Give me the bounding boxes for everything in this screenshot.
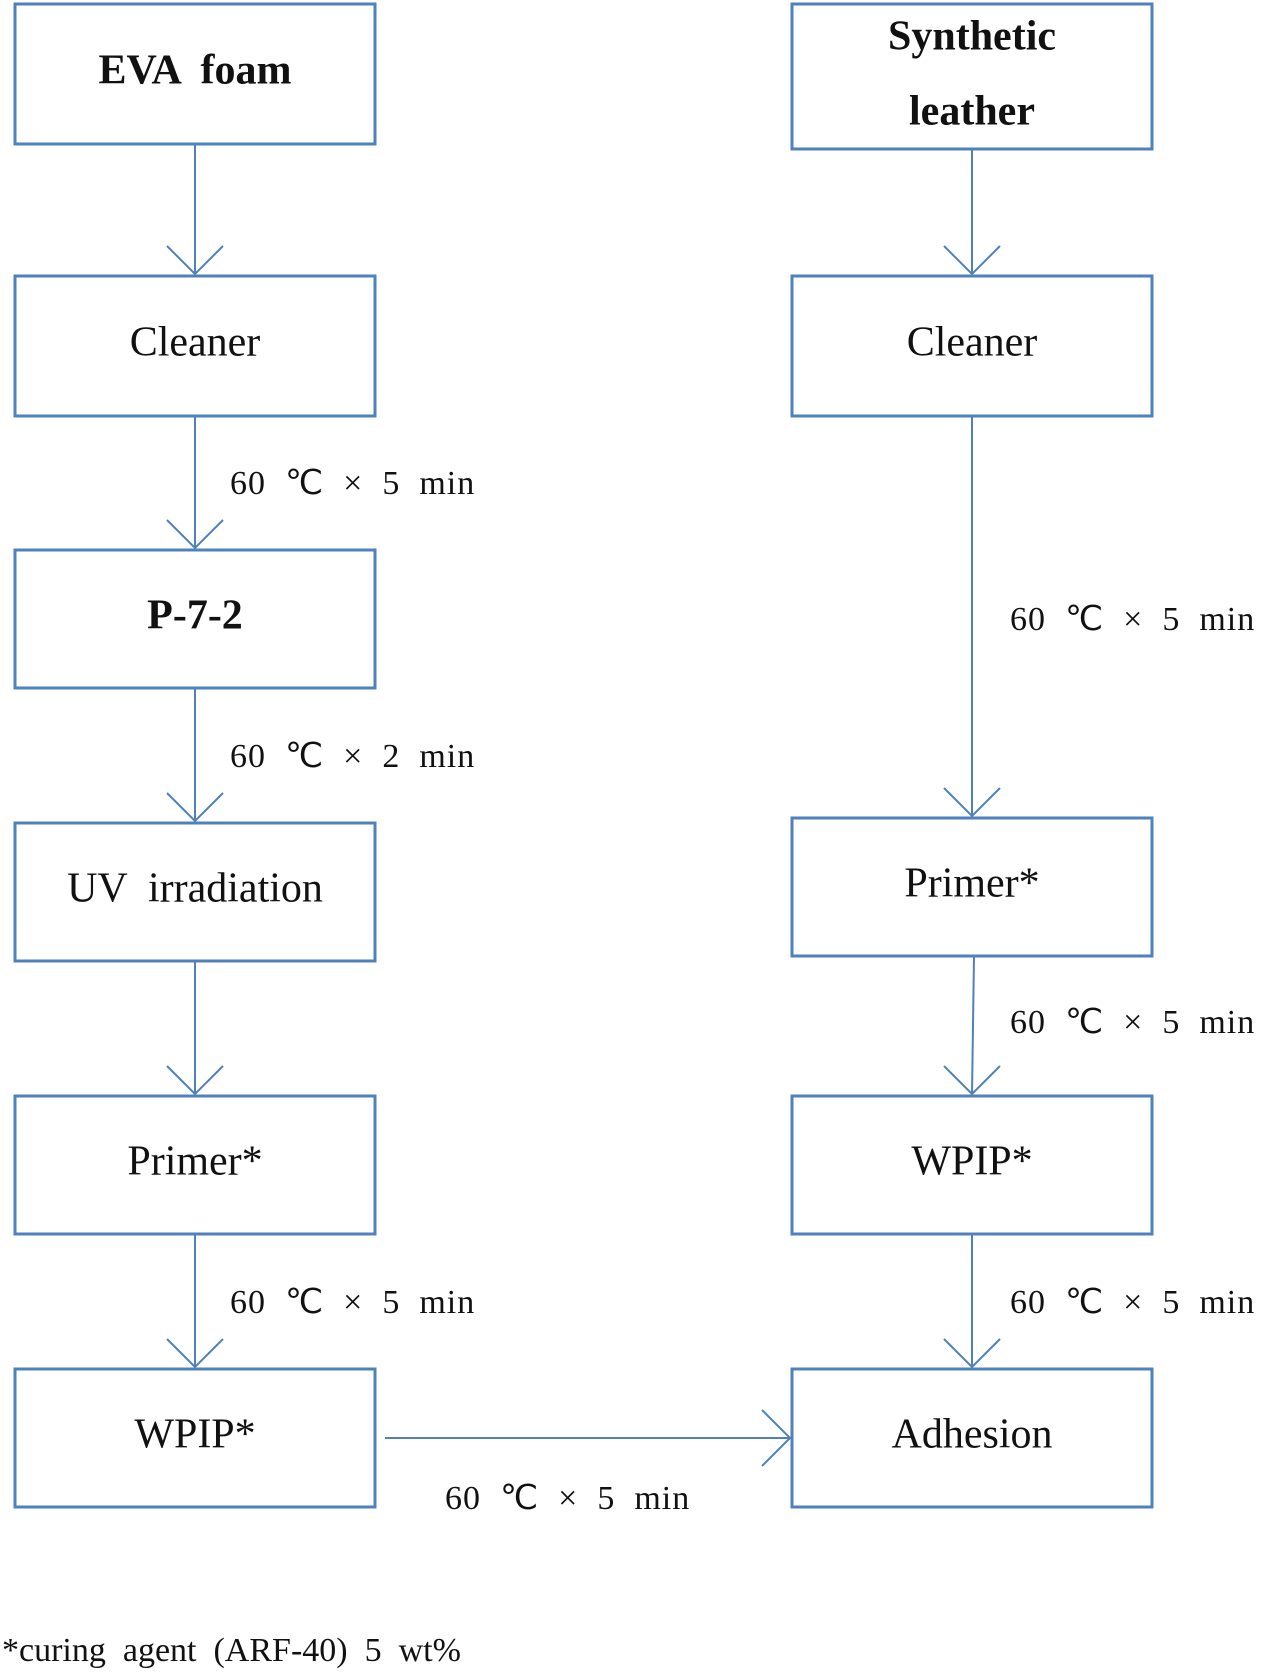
box-left-primer-label: Primer* xyxy=(127,1139,262,1185)
arrow-cleaner-to-p72 xyxy=(166,416,224,550)
arrow-right-cleaner-to-primer xyxy=(943,416,1001,818)
box-synthetic-leather-line2: leather xyxy=(909,89,1035,135)
arrow-primer-to-wpip xyxy=(166,1234,224,1369)
box-right-cleaner-label: Cleaner xyxy=(907,320,1038,366)
box-left-primer: Primer* xyxy=(13,1094,377,1236)
box-synthetic-leather-line1: Synthetic xyxy=(888,14,1056,60)
arrow-right-primer-to-wpip xyxy=(943,955,1001,1096)
condition-right-primer-to-wpip: 60 ℃ × 5 min xyxy=(1010,1004,1255,1041)
condition-right-wpip-to-adhesion: 60 ℃ × 5 min xyxy=(1010,1284,1255,1321)
condition-left-cleaner-to-p72: 60 ℃ × 5 min xyxy=(230,465,475,502)
box-adhesion: Adhesion xyxy=(790,1367,1154,1509)
footnote: *curing agent (ARF-40) 5 wt% xyxy=(2,1632,461,1669)
condition-left-primer-to-wpip: 60 ℃ × 5 min xyxy=(230,1284,475,1321)
arrow-p72-to-uv xyxy=(166,688,224,823)
box-synthetic-leather: Synthetic leather xyxy=(790,2,1154,151)
condition-wpip-to-adhesion: 60 ℃ × 5 min xyxy=(445,1480,690,1517)
box-right-cleaner: Cleaner xyxy=(790,274,1154,418)
box-left-wpip-label: WPIP* xyxy=(134,1412,255,1458)
box-right-wpip-label: WPIP* xyxy=(911,1139,1032,1185)
arrow-eva-to-cleaner xyxy=(166,144,224,276)
box-right-primer: Primer* xyxy=(790,816,1154,958)
arrow-uv-to-primer xyxy=(166,961,224,1096)
box-eva-foam-label: EVA foam xyxy=(99,48,292,94)
condition-right-cleaner-to-primer: 60 ℃ × 5 min xyxy=(1010,601,1255,638)
box-right-primer-label: Primer* xyxy=(904,861,1039,907)
arrow-right-wpip-to-adhesion xyxy=(943,1234,1001,1369)
box-left-cleaner-label: Cleaner xyxy=(130,320,261,366)
box-eva-foam: EVA foam xyxy=(13,2,377,146)
condition-left-p72-to-uv: 60 ℃ × 2 min xyxy=(230,738,475,775)
box-right-wpip: WPIP* xyxy=(790,1094,1154,1236)
box-p-7-2-label: P-7-2 xyxy=(147,593,243,639)
box-uv-irradiation-label: UV irradiation xyxy=(67,866,323,912)
box-adhesion-label: Adhesion xyxy=(892,1412,1053,1458)
arrow-synthetic-to-cleaner xyxy=(943,149,1001,276)
box-left-cleaner: Cleaner xyxy=(13,274,377,418)
arrow-wpip-to-adhesion xyxy=(385,1409,792,1467)
box-p-7-2: P-7-2 xyxy=(13,548,377,690)
box-left-wpip: WPIP* xyxy=(13,1367,377,1509)
box-uv-irradiation: UV irradiation xyxy=(13,821,377,963)
